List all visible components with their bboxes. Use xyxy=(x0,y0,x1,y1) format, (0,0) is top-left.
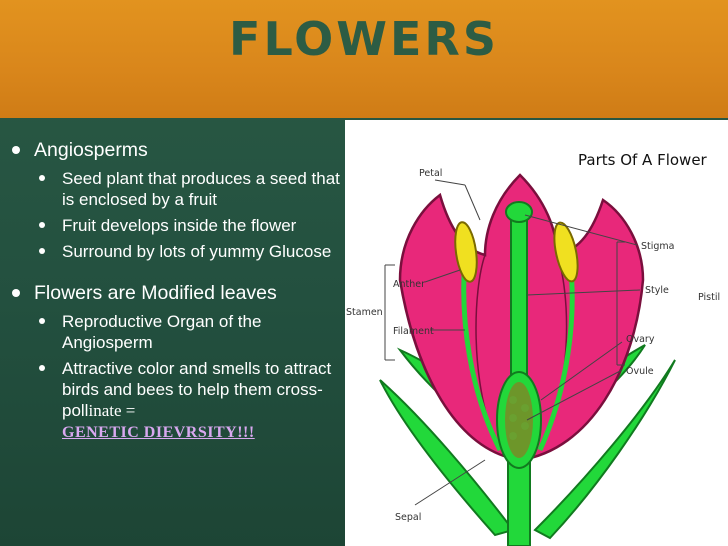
sub-bullet-pollination: Attractive color and smells to attract b… xyxy=(37,358,340,443)
stigma xyxy=(505,201,533,223)
style xyxy=(510,214,528,391)
ovary-inner xyxy=(505,382,533,458)
ovule xyxy=(509,396,517,404)
label-style: Style xyxy=(645,285,669,296)
sub-bullet-text-serif: inate = xyxy=(88,401,136,420)
left-anther xyxy=(454,221,478,283)
label-pistil: Pistil xyxy=(698,292,720,303)
flower-diagram-svg: Parts Of A Flower xyxy=(346,151,720,546)
label-stigma: Stigma xyxy=(641,241,675,252)
bullet-angiosperms: Angiosperms xyxy=(10,138,340,162)
label-anther: Anther xyxy=(393,279,425,290)
right-leaf xyxy=(533,359,676,540)
sub-bullet: Surround by lots of yummy Glucose xyxy=(37,241,340,262)
sub-bullet: Fruit develops inside the flower xyxy=(37,215,340,236)
flower-diagram: Parts Of A Flower xyxy=(345,120,728,546)
sub-bullet: Reproductive Organ of the Angiosperm xyxy=(37,311,340,353)
ovule xyxy=(509,432,517,440)
left-filament xyxy=(461,259,503,452)
label-filament: Filament xyxy=(393,326,434,337)
diagram-title: Parts Of A Flower xyxy=(578,151,708,169)
sub-bullet-text: Attractive color and smells to attract b… xyxy=(62,359,332,420)
label-ovary: Ovary xyxy=(626,334,655,345)
ovule xyxy=(521,404,529,412)
label-petal: Petal xyxy=(419,168,442,179)
bullet-list: Angiosperms Seed plant that produces a s… xyxy=(10,138,340,448)
title-band xyxy=(0,0,728,118)
bullet-modified-leaves: Flowers are Modified leaves xyxy=(10,281,340,305)
ovule xyxy=(521,422,529,430)
label-ovule: Ovule xyxy=(626,366,654,377)
ovule xyxy=(509,414,517,422)
right-anther xyxy=(553,221,579,283)
label-sepal: Sepal xyxy=(395,512,421,523)
slide-title: FLOWERS xyxy=(229,12,499,66)
left-leaf xyxy=(379,379,515,537)
genetic-diversity-link: GENETIC DIEVRSITY!!! xyxy=(62,424,255,441)
right-filament xyxy=(537,259,575,452)
label-stamen: Stamen xyxy=(346,307,383,318)
leader-lines xyxy=(384,179,641,506)
sub-bullet: Seed plant that produces a seed that is … xyxy=(37,168,340,210)
